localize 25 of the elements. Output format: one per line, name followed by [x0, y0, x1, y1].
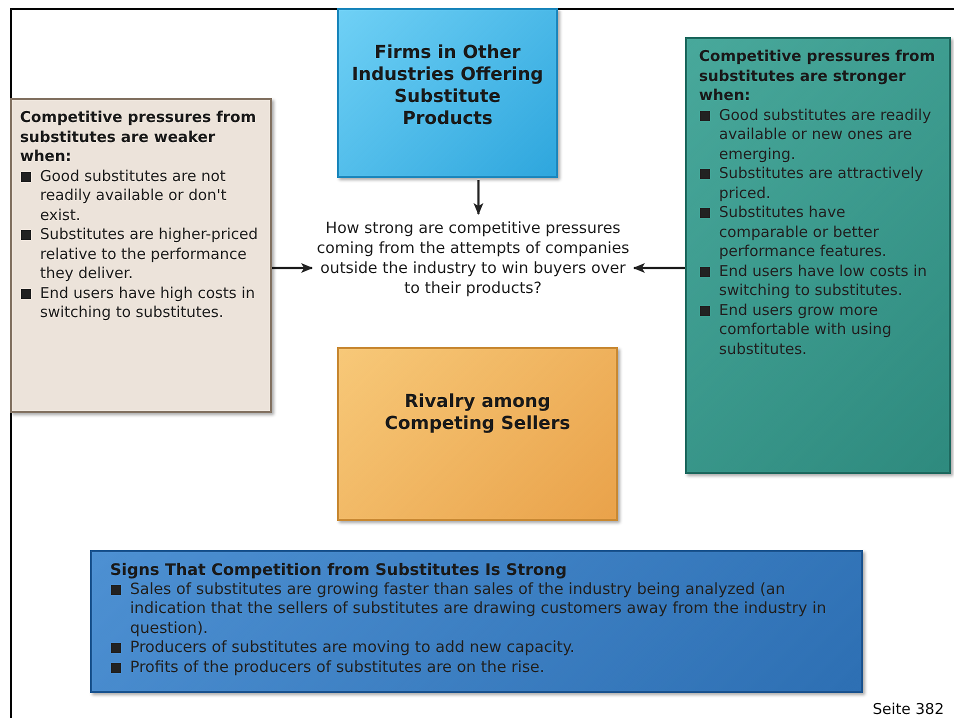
panel-heading: Competitive pressures from substitutes are weaker when:: [20, 108, 258, 166]
panel-heading: Competitive pressures from substitutes are stronger when:: [699, 47, 936, 106]
panel-heading: Signs That Competition from Substitutes Is Strong: [110, 560, 568, 580]
arrow: [272, 263, 313, 273]
arrow: [633, 263, 685, 273]
condition-panel: [10, 98, 272, 413]
bullet-item: Substitutes are attractively priced.: [699, 164, 939, 203]
bullet-item: End users have high costs in switching to substitutes.: [20, 284, 262, 322]
bullet-item: Substitutes have comparable or better performance features.: [699, 203, 939, 262]
info-panel: [90, 550, 863, 693]
condition-panel: [685, 37, 951, 474]
question-text-line: How strong are competitive pressures coming from the attempts of companies outside the industry to win buyers over to their products?: [316, 218, 630, 298]
bullet-item: Producers of substitutes are moving to add new capacity.: [110, 638, 851, 658]
process-box: [337, 8, 558, 178]
arrow: [473, 180, 484, 215]
bullet-item: Substitutes are higher-priced relative to the performance they deliver.: [20, 225, 262, 284]
bullet-item: Good substitutes are readily available or new ones are emerging.: [699, 106, 939, 164]
process-box: [337, 347, 618, 521]
bullet-item: Profits of the producers of substitutes are on the rise.: [110, 658, 851, 677]
box-title: Firms in Other Industries Offering Substitute Products: [350, 42, 544, 130]
bullet-item: Good substitutes are not readily available or don't exist.: [20, 166, 262, 225]
bullet-item: End users grow more comfortable with using substitutes.: [699, 300, 939, 359]
box-title: Rivalry among Competing Sellers: [384, 391, 572, 435]
bullet-item: Sales of substitutes are growing faster than sales of the industry being analyzed (an indication that the sellers of substitutes are drawing customers away from the industry in question).: [110, 580, 851, 638]
bullet-item: End users have low costs in switching to substitutes.: [699, 262, 939, 300]
